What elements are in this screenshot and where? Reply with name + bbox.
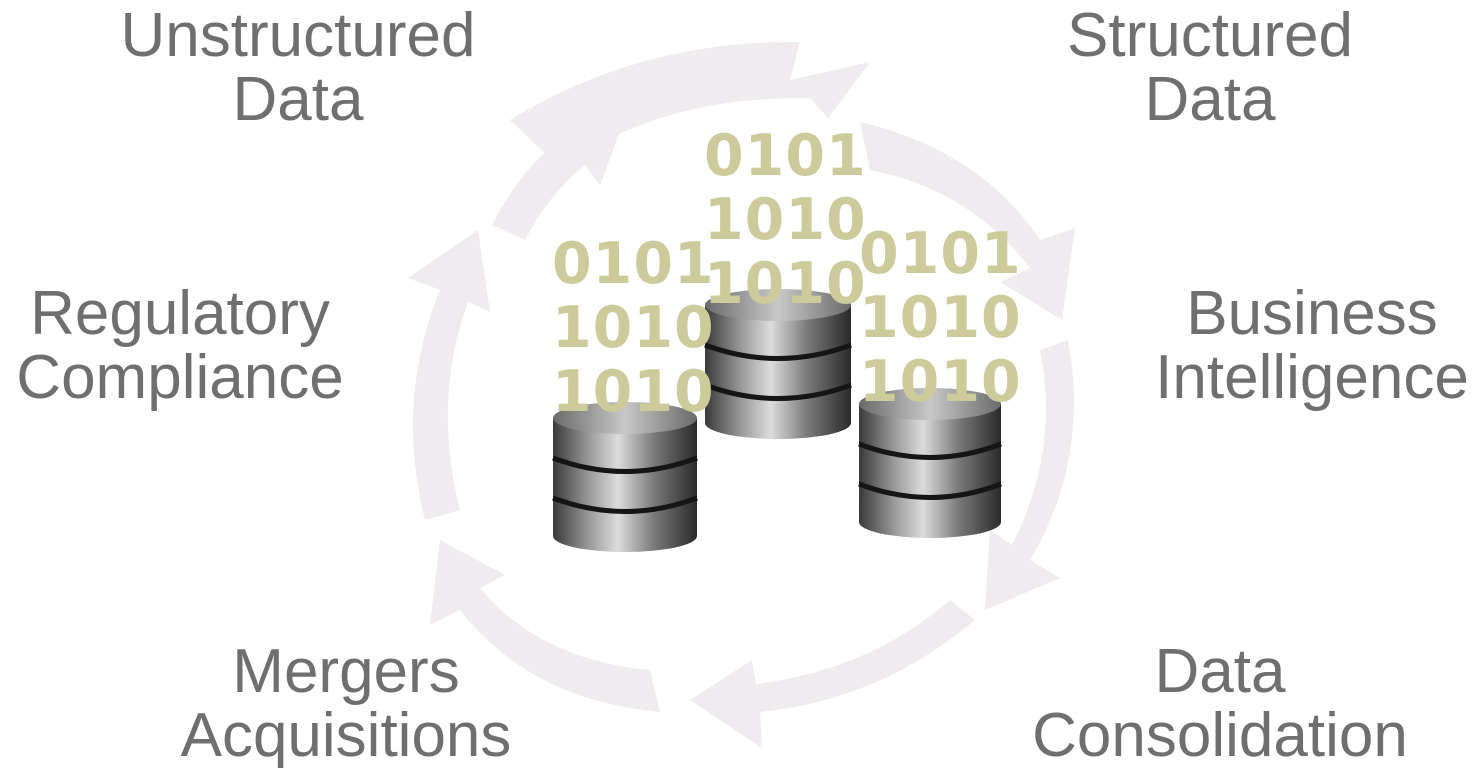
cycle-arrow-segment (408, 230, 490, 520)
database-icon-left (552, 402, 698, 552)
label-data-consolidation: Data Consolidation (1032, 640, 1408, 768)
binary-row: 1010 (859, 285, 1022, 351)
binary-row: 1010 (704, 251, 867, 317)
label-regulatory-compliance: Regulatory Compliance (16, 282, 343, 410)
binary-row: 0101 (552, 231, 715, 297)
label-line: Consolidation (1032, 701, 1408, 768)
label-line: Unstructured (120, 1, 476, 70)
cycle-arrow-segment (690, 600, 975, 748)
label-line: Business (1186, 279, 1438, 348)
label-line: Structured (1066, 1, 1354, 70)
binary-row: 1010 (859, 349, 1022, 415)
database-icon-center (704, 289, 852, 439)
label-structured-data: Structured Data (1067, 4, 1353, 132)
binary-row: 1010 (552, 295, 715, 361)
label-line: Compliance (16, 343, 344, 412)
binary-digits-left: 0101 1010 1010 (552, 232, 715, 424)
binary-digits-right: 0101 1010 1010 (859, 222, 1022, 414)
label-unstructured-data: Unstructured Data (121, 4, 476, 132)
cycle-arrow-segment (492, 112, 625, 240)
label-business-intelligence: Business Intelligence (1155, 282, 1469, 410)
cycle-arrow-segment (985, 340, 1074, 610)
binary-row: 0101 (704, 123, 867, 189)
label-line: Mergers (232, 637, 460, 706)
database-icon-right (858, 388, 1002, 538)
binary-row: 0101 (859, 221, 1022, 287)
binary-row: 1010 (552, 359, 715, 425)
label-line: Data (1144, 65, 1276, 134)
label-line: Regulatory (30, 279, 330, 348)
label-line: Data (232, 65, 364, 134)
label-line: Acquisitions (180, 701, 512, 768)
cycle-arrow-segment (860, 122, 1075, 320)
binary-row: 1010 (704, 187, 867, 253)
cycle-arrow-segment (430, 540, 660, 712)
binary-digits-center: 0101 1010 1010 (704, 124, 867, 316)
label-mergers-acquisitions: Mergers Acquisitions (181, 640, 512, 768)
label-line: Intelligence (1155, 343, 1469, 412)
label-line: Data (1154, 637, 1286, 706)
